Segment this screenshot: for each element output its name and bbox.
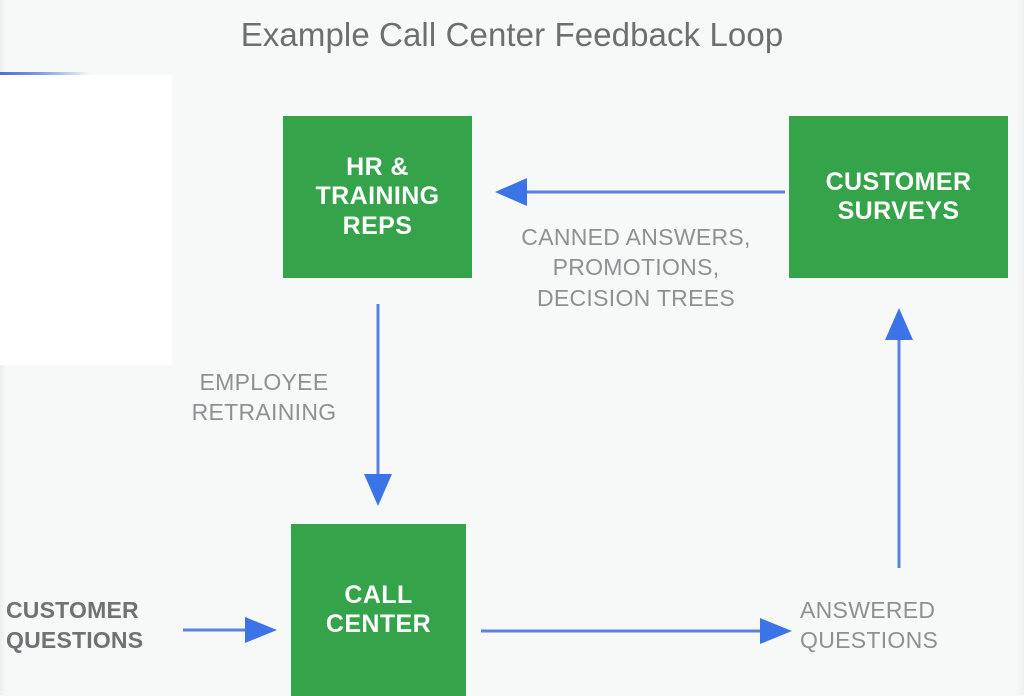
arrow-answered-to-surveys: [885, 308, 913, 568]
node-customer-surveys[interactable]: CUSTOMER SURVEYS: [789, 116, 1008, 278]
white-overlay-artifact: [0, 75, 172, 365]
label-answered-questions: ANSWERED QUESTIONS: [800, 597, 939, 654]
label-customer-questions: CUSTOMER QUESTIONS: [6, 597, 144, 654]
right-edge-band: [1016, 0, 1024, 695]
white-overlay-top-edge: [0, 72, 90, 75]
arrow-surveys-to-hr: [495, 178, 785, 206]
node-call-center[interactable]: CALL CENTER: [291, 524, 466, 696]
arrow-questions-to-call-center: [183, 617, 277, 643]
node-hr-training-reps[interactable]: HR & TRAINING REPS: [283, 116, 472, 278]
arrow-call-center-to-answered: [481, 618, 792, 644]
arrow-hr-to-call-center: [364, 304, 392, 506]
edge-label-employee-retraining: EMPLOYEE RETRAINING: [191, 369, 337, 426]
page-title: Example Call Center Feedback Loop: [240, 16, 784, 53]
edge-label-canned-answers: CANNED ANSWERS, PROMOTIONS, DECISION TRE…: [521, 224, 751, 311]
